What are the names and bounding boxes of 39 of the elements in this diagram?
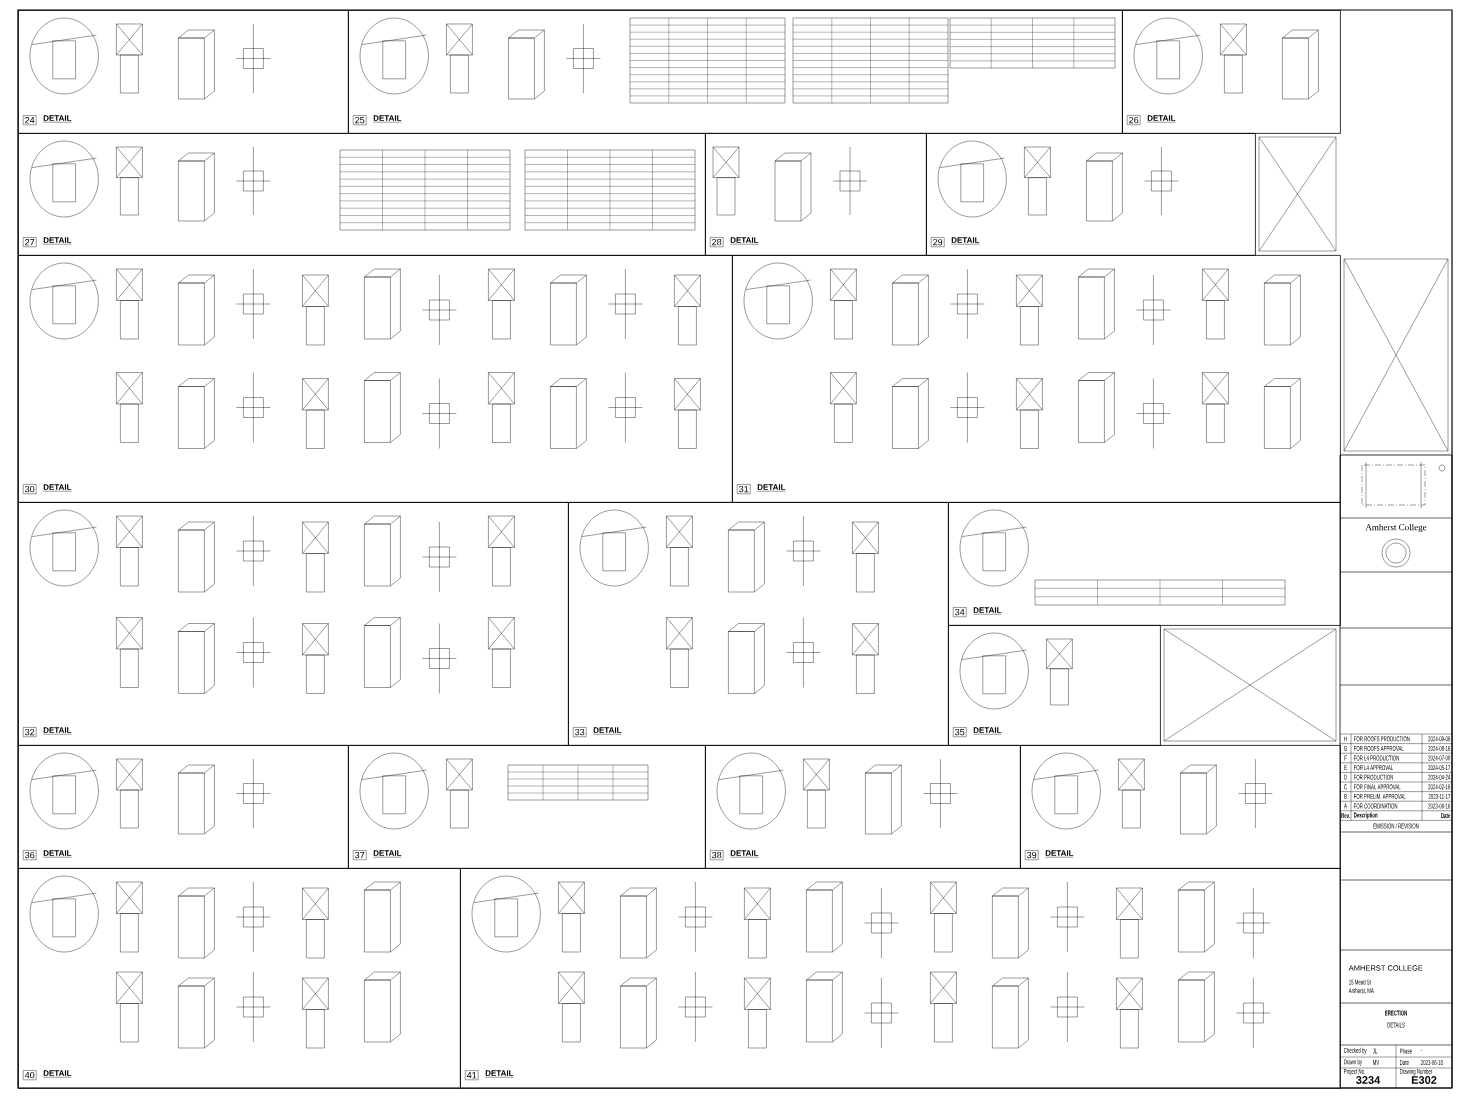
detail-number: 32 — [23, 727, 37, 737]
detail-title: DETAIL — [973, 727, 1002, 735]
detail-title: DETAIL — [43, 727, 72, 735]
project-number: 3234 — [1356, 1076, 1381, 1084]
detail-number: 33 — [573, 727, 587, 737]
detail-title: DETAIL — [593, 727, 622, 735]
detail-title: DETAIL — [1147, 115, 1176, 123]
client-name: Amherst College — [1365, 523, 1427, 533]
detail-number: 24 — [23, 115, 37, 125]
detail-number: 28 — [710, 237, 724, 247]
detail-number: 27 — [23, 237, 37, 247]
detail-title: DETAIL — [43, 115, 72, 123]
detail-title: DETAIL — [43, 237, 72, 245]
detail-number: 39 — [1025, 850, 1039, 860]
detail-title: DETAIL — [43, 850, 72, 858]
detail-number: 34 — [953, 607, 967, 617]
detail-number: 30 — [23, 484, 37, 494]
detail-number: 26 — [1127, 115, 1141, 125]
detail-number: 40 — [23, 1070, 37, 1080]
detail-title: DETAIL — [730, 850, 759, 858]
detail-title: DETAIL — [373, 115, 402, 123]
detail-title: DETAIL — [43, 484, 72, 492]
detail-number: 31 — [737, 484, 751, 494]
detail-title: DETAIL — [757, 484, 786, 492]
detail-title: DETAIL — [485, 1070, 514, 1078]
detail-number: 25 — [353, 115, 367, 125]
detail-title: DETAIL — [43, 1070, 72, 1078]
detail-number: 36 — [23, 850, 37, 860]
detail-title: DETAIL — [1045, 850, 1074, 858]
drawing-number: E302 — [1411, 1076, 1437, 1084]
detail-title: DETAIL — [373, 850, 402, 858]
detail-number: 41 — [465, 1070, 479, 1080]
detail-title: DETAIL — [951, 237, 980, 245]
detail-title: DETAIL — [973, 607, 1002, 615]
detail-number: 37 — [353, 850, 367, 860]
detail-number: 29 — [931, 237, 945, 247]
detail-title: DETAIL — [730, 237, 759, 245]
detail-number: 38 — [710, 850, 724, 860]
detail-number: 35 — [953, 727, 967, 737]
